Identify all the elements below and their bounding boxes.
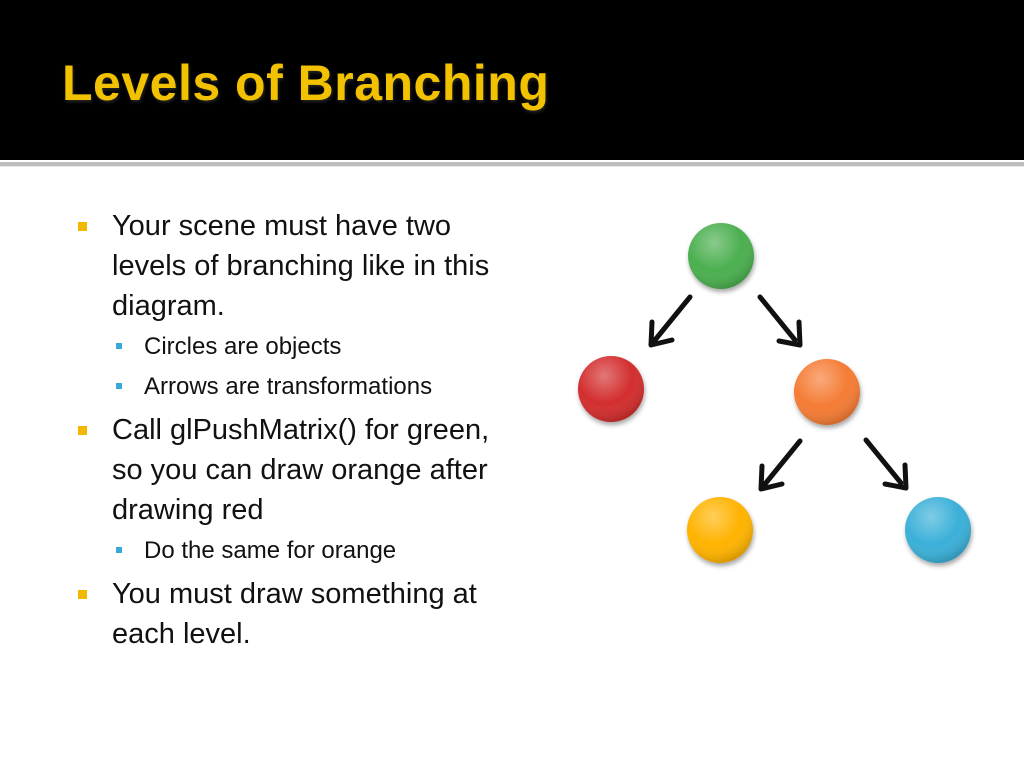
- branching-diagram: [578, 223, 971, 563]
- slide-title: Levels of Branching: [62, 55, 550, 111]
- node-yellow: [687, 497, 753, 563]
- sub-bullet-text: Do the same for orange: [144, 537, 397, 564]
- sub-bullet-text: Circles are objects: [144, 333, 342, 360]
- bullet-item-2: Call glPushMatrix() for green, so you ca…: [78, 410, 518, 568]
- square-bullet-icon: [78, 222, 87, 231]
- square-bullet-icon: [116, 343, 122, 349]
- bullet-text: You must draw something at each level.: [112, 578, 477, 650]
- sub-bullet-list: Do the same for orange: [112, 534, 518, 568]
- header-divider: [0, 162, 1024, 167]
- node-red: [578, 356, 644, 422]
- node-orange: [794, 359, 860, 425]
- bullet-text: Call glPushMatrix() for green, so you ca…: [112, 414, 490, 526]
- bullet-text: Your scene must have two levels of branc…: [112, 210, 490, 322]
- node-green: [688, 223, 754, 289]
- square-bullet-icon: [78, 590, 87, 599]
- sub-bullet-list: Circles are objects Arrows are transform…: [112, 330, 518, 404]
- square-bullet-icon: [116, 547, 122, 553]
- sub-bullet-item: Circles are objects: [112, 330, 518, 364]
- arrow-green-to-orange: [757, 294, 803, 348]
- bullet-list: Your scene must have two levels of branc…: [78, 206, 518, 654]
- bullet-item-1: Your scene must have two levels of branc…: [78, 206, 518, 404]
- arrow-orange-to-blue: [863, 437, 909, 491]
- bullet-item-3: You must draw something at each level.: [78, 574, 518, 654]
- arrow-green-to-red: [648, 294, 693, 348]
- node-blue: [905, 497, 971, 563]
- arrow-orange-to-yellow: [758, 438, 803, 492]
- sub-bullet-item: Arrows are transformations: [112, 370, 518, 404]
- square-bullet-icon: [116, 383, 122, 389]
- sub-bullet-text: Arrows are transformations: [144, 373, 433, 400]
- slide-header: Levels of Branching: [0, 0, 1024, 160]
- sub-bullet-item: Do the same for orange: [112, 534, 518, 568]
- square-bullet-icon: [78, 426, 87, 435]
